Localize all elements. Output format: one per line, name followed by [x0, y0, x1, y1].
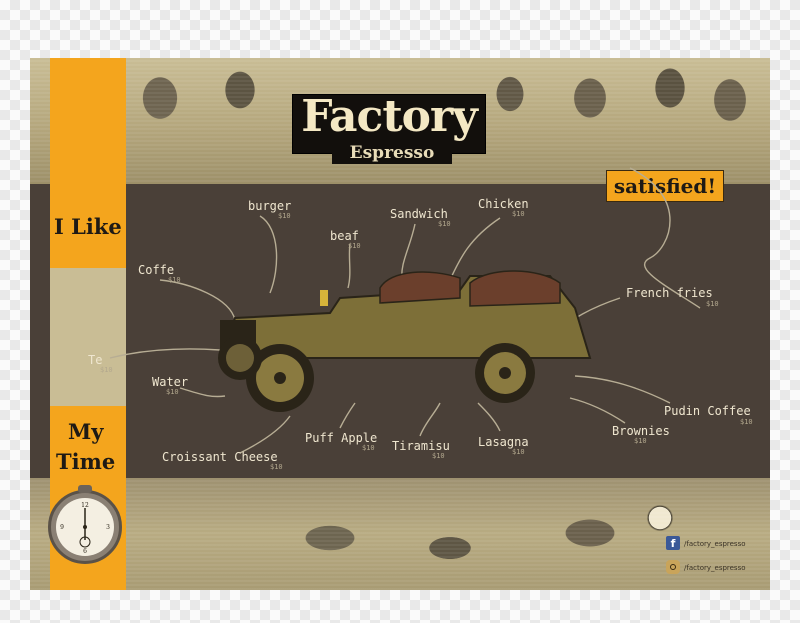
menu-item-brownies: Brownies [612, 424, 670, 438]
svg-text:6: 6 [83, 548, 87, 555]
swirl-connector [629, 167, 701, 309]
menu-item-lasagna: Lasagna [478, 435, 529, 449]
watch-crown [78, 485, 92, 493]
menu-price-chicken: $10 [512, 210, 525, 218]
svg-text:12: 12 [81, 502, 89, 509]
menu-price-beaf: $10 [348, 242, 361, 250]
menu-price-te: $10 [100, 366, 113, 374]
menu-item-pudin-coffee: Pudin Coffee [664, 404, 751, 418]
beaf-connector [347, 243, 351, 289]
svg-text:3: 3 [106, 524, 110, 531]
brand-subtitle: Espresso [332, 142, 452, 164]
menu-item-burger: burger [248, 199, 292, 213]
pudin-coffee-connector [574, 375, 671, 404]
burger-connector [259, 215, 278, 294]
menu-item-tiramisu: Tiramisu [392, 439, 450, 453]
time-label: Time [56, 449, 116, 474]
menu-item-croissant-cheese: Croissant Cheese [162, 450, 278, 464]
vintage-car-illustration [218, 270, 592, 412]
menu-price-sandwich: $10 [438, 220, 451, 228]
menu-price-lasagna: $10 [512, 448, 525, 456]
menu-poster: I Like My Time Factory Espresso satisfie… [30, 58, 770, 590]
brand-title: Factory [301, 91, 478, 142]
te-connector [109, 348, 221, 359]
vintage-factory-photo [30, 478, 770, 590]
chicken-connector [449, 217, 501, 281]
coffe-connector [159, 279, 236, 321]
menu-price-coffe: $10 [168, 276, 181, 284]
water-connector [179, 387, 226, 398]
puff-apple-connector [339, 402, 356, 429]
facebook-icon[interactable]: f [666, 536, 680, 550]
sandwich-connector [401, 223, 416, 281]
menu-price-puff-apple: $10 [362, 444, 375, 452]
pocket-watch-icon: 12 3 6 9 [48, 485, 122, 564]
lasagna-connector [477, 402, 501, 432]
connector-lines [109, 167, 701, 454]
menu-item-water: Water [152, 375, 189, 389]
clock-hands-icon: 12 3 6 9 [60, 502, 110, 555]
menu-item-beaf: beaf [330, 229, 359, 243]
croissant-connector [239, 415, 291, 454]
watch-face: 12 3 6 9 [56, 498, 114, 556]
menu-price-french-fries: $10 [706, 300, 719, 308]
menu-item-coffe: Coffe [138, 263, 175, 277]
svg-text:9: 9 [60, 524, 64, 531]
menu-price-tiramisu: $10 [432, 452, 445, 460]
facebook-handle[interactable]: /factory_espresso [684, 540, 746, 548]
menu-item-chicken: Chicken [478, 197, 529, 211]
brownies-connector [569, 397, 626, 424]
satisfied-badge: satisfied! [606, 170, 724, 202]
i-like-label: I Like [54, 214, 122, 239]
my-label: My [68, 419, 104, 444]
menu-item-french-fries: French fries [626, 286, 713, 300]
menu-item-sandwich: Sandwich [390, 207, 448, 221]
menu-price-burger: $10 [278, 212, 291, 220]
menu-item-puff-apple: Puff Apple [305, 431, 378, 445]
menu-price-pudin-coffee: $10 [740, 418, 753, 426]
menu-item-te: Te [88, 353, 103, 367]
instagram-handle[interactable]: /factory_espresso [684, 564, 746, 572]
tiramisu-connector [419, 402, 441, 437]
menu-price-brownies: $10 [634, 437, 647, 445]
side-column-gap [50, 268, 126, 406]
menu-price-croissant-cheese: $10 [270, 463, 283, 471]
instagram-icon[interactable] [666, 560, 680, 574]
menu-price-water: $10 [166, 388, 179, 396]
